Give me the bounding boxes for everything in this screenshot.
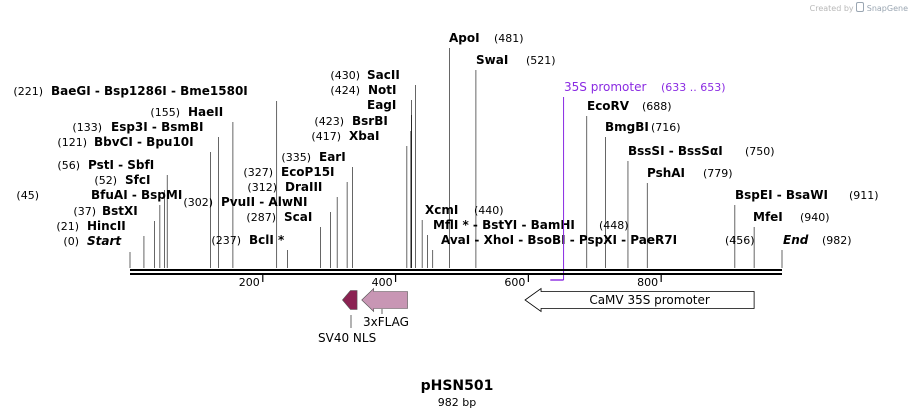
plasmid-length: 982 bp bbox=[437, 396, 477, 409]
site-position: (521) bbox=[526, 54, 556, 67]
backbone: 200 400 600 800 bbox=[130, 269, 782, 289]
site-label: NotI bbox=[368, 83, 397, 97]
site-label: EcoRV bbox=[587, 99, 630, 113]
camv-35s-promoter-arrow bbox=[524, 287, 755, 313]
site-label: AvaI - XhoI - BsoBI - PspXI - PaeR7I bbox=[441, 233, 677, 247]
site-position: (52) bbox=[94, 174, 117, 187]
site-position: (45) bbox=[16, 189, 39, 202]
sv40-nls-arrow bbox=[342, 290, 358, 310]
ruler-tick-label: 600 bbox=[504, 276, 525, 289]
site-position: (481) bbox=[494, 32, 524, 45]
site-position: (302) bbox=[183, 196, 213, 209]
site-label: MflI * - BstYI - BamHI bbox=[433, 218, 575, 232]
site-label: EarI bbox=[319, 150, 346, 164]
site-label: BssSI - BssSαI bbox=[628, 144, 723, 158]
site-label: SwaI bbox=[476, 53, 508, 67]
site-position: (21) bbox=[56, 220, 79, 233]
site-position: (335) bbox=[281, 151, 311, 164]
site-position: (716) bbox=[651, 121, 681, 134]
promoter-label-range: (633 .. 653) bbox=[661, 81, 726, 94]
credit-brand: SnapGene bbox=[866, 4, 908, 13]
credit-prefix: Created by bbox=[809, 4, 854, 13]
site-position: (417) bbox=[311, 130, 341, 143]
site-label: HincII bbox=[87, 219, 126, 233]
site-label: Esp3I - BsmBI bbox=[111, 120, 203, 134]
feature-label: CaMV 35S promoter bbox=[589, 293, 710, 307]
feature-label: 3xFLAG bbox=[363, 315, 409, 329]
site-position: (779) bbox=[703, 167, 733, 180]
restriction-sites: Start (0) HincII (21) BstXI (37) BfuAI - BspMI… bbox=[13, 31, 879, 281]
plasmid-name: pHSN501 bbox=[420, 378, 494, 394]
site-position: (121) bbox=[57, 136, 87, 149]
site-position: (688) bbox=[642, 100, 672, 113]
site-position: (424) bbox=[330, 84, 360, 97]
site-position: (940) bbox=[800, 211, 830, 224]
site-label: DraIII bbox=[285, 180, 322, 194]
site-label: ApoI bbox=[449, 31, 480, 45]
site-position: (221) bbox=[13, 85, 43, 98]
ruler-tick-label: 800 bbox=[637, 276, 658, 289]
site-label: BsrBI bbox=[352, 114, 388, 128]
snapgene-logo-icon bbox=[856, 2, 865, 12]
site-position: (456) bbox=[725, 234, 755, 247]
site-label: PstI - SbfI bbox=[88, 158, 154, 172]
features: CaMV 35S promoter 3xFLAG SV40 NLS bbox=[318, 287, 755, 345]
snapgene-credit: Created by SnapGene bbox=[810, 2, 908, 13]
site-position: (56) bbox=[57, 159, 80, 172]
site-label: MfeI bbox=[753, 210, 783, 224]
site-label: BstXI bbox=[102, 204, 138, 218]
site-label: HaeII bbox=[188, 105, 223, 119]
site-label: BaeGI - Bsp1286I - Bme1580I bbox=[51, 84, 248, 98]
site-position: (133) bbox=[72, 121, 102, 134]
site-label: EcoP15I bbox=[281, 165, 335, 179]
site-label: BfuAI - BspMI bbox=[91, 188, 182, 202]
site-label: BspEI - BsaWI bbox=[735, 188, 828, 202]
site-label: Start bbox=[87, 234, 122, 248]
site-label: PshAI bbox=[647, 166, 685, 180]
site-position: (430) bbox=[330, 69, 360, 82]
site-position: (448) bbox=[599, 219, 629, 232]
site-label: End bbox=[783, 233, 809, 247]
site-label: BbvCI - Bpu10I bbox=[94, 135, 194, 149]
feature-label: SV40 NLS bbox=[318, 331, 376, 345]
ruler-tick-label: 200 bbox=[239, 276, 260, 289]
3xflag-arrow bbox=[361, 287, 408, 313]
site-position: (327) bbox=[243, 166, 273, 179]
site-position: (37) bbox=[73, 205, 96, 218]
site-label: ScaI bbox=[284, 210, 312, 224]
site-position: (237) bbox=[211, 234, 241, 247]
site-label: XcmI bbox=[425, 203, 458, 217]
site-position: (440) bbox=[474, 204, 504, 217]
site-position: (312) bbox=[247, 181, 277, 194]
site-label: SacII bbox=[367, 68, 400, 82]
ruler-tick-label: 400 bbox=[372, 276, 393, 289]
site-position: (911) bbox=[849, 189, 879, 202]
site-label: EagI bbox=[367, 98, 396, 112]
site-label: PvuII - AlwNI bbox=[221, 195, 307, 209]
site-position: (750) bbox=[745, 145, 775, 158]
site-position: (423) bbox=[314, 115, 344, 128]
site-label: BclI * bbox=[249, 233, 285, 247]
promoter-label-name: 35S promoter bbox=[564, 80, 646, 94]
site-label: SfcI bbox=[125, 173, 150, 187]
site-label: BmgBI bbox=[605, 120, 649, 134]
site-position: (287) bbox=[246, 211, 276, 224]
site-position: (982) bbox=[822, 234, 852, 247]
site-position: (0) bbox=[63, 235, 79, 248]
site-position: (155) bbox=[150, 106, 180, 119]
site-label: XbaI bbox=[349, 129, 379, 143]
